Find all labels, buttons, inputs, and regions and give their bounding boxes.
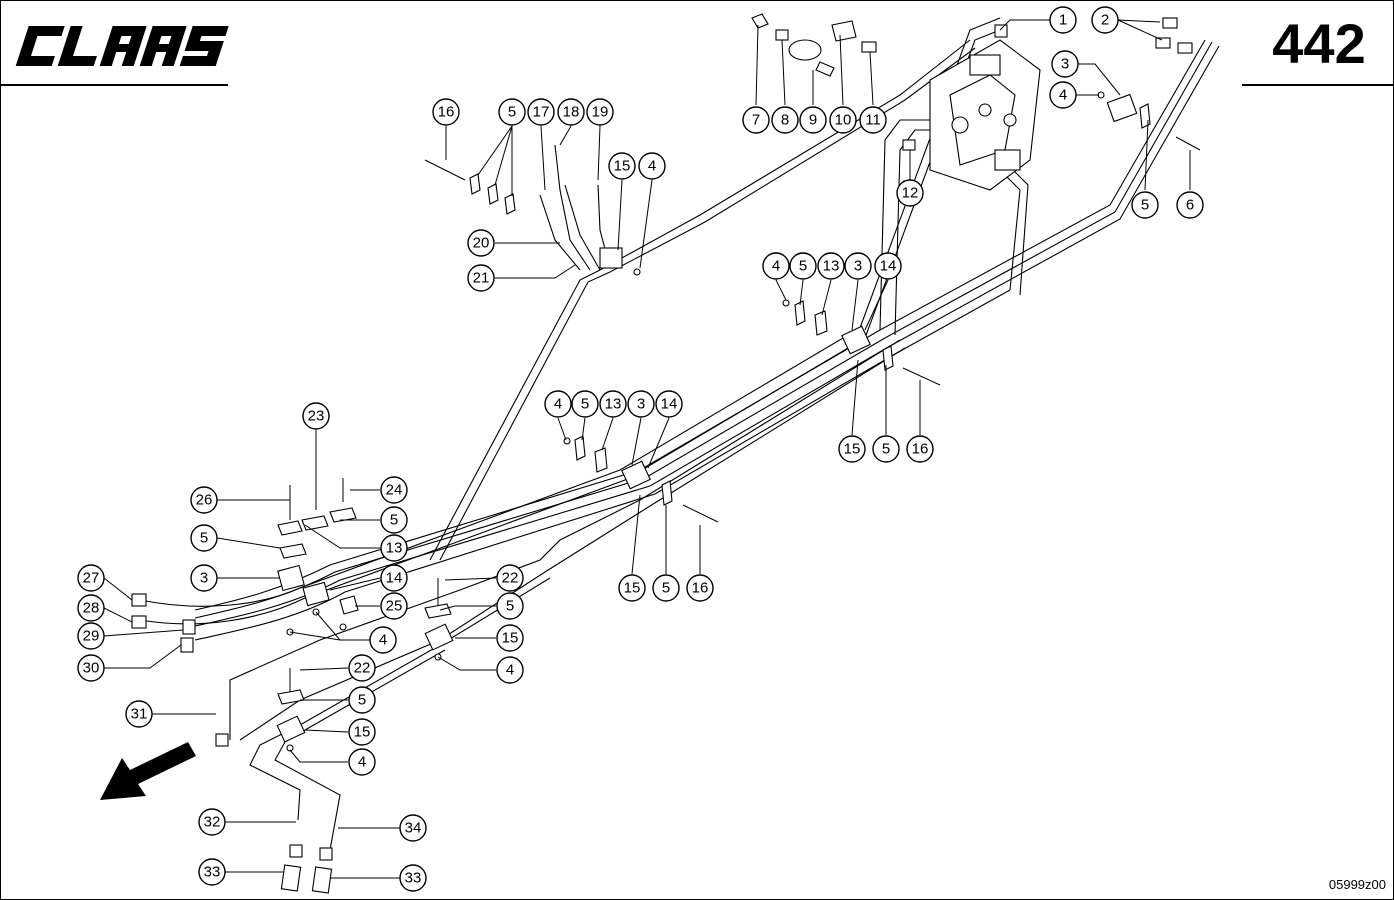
page-number-box: 442 [1244,0,1394,84]
callout-4: 4 [379,632,387,649]
callout-3: 3 [200,570,208,587]
callout-13: 13 [823,258,840,275]
callout-16: 16 [692,580,709,597]
callout-5: 5 [1141,197,1149,214]
callout-25: 25 [386,598,403,615]
callout-3: 3 [854,258,862,275]
callout-34: 34 [405,820,422,837]
callout-5: 5 [200,530,208,547]
arrow-down-left-icon [100,742,196,800]
callout-14: 14 [880,258,897,275]
callout-32: 32 [204,814,221,831]
callout-4: 4 [772,258,780,275]
header-rule-left [0,84,228,86]
callout-4: 4 [1059,87,1067,104]
header-rule-right [1242,84,1394,86]
callout-3: 3 [637,396,645,413]
callout-22: 22 [502,570,519,587]
callout-12: 12 [902,185,919,202]
callout-15: 15 [354,724,371,741]
callout-5: 5 [390,512,398,529]
callout-2: 2 [1101,12,1109,29]
callout-14: 14 [661,396,678,413]
callout-5: 5 [799,258,807,275]
callout-bubbles: 1 2 3 4 5 6 7 8 9 10 11 12 16 5 17 18 19… [77,6,1204,892]
callout-23: 23 [308,408,325,425]
callout-22: 22 [354,660,371,677]
callout-13: 13 [386,540,403,557]
callout-27: 27 [83,570,100,587]
callout-7: 7 [752,112,760,129]
callout-5: 5 [882,441,890,458]
callout-10: 10 [835,112,852,129]
callout-5: 5 [506,598,514,615]
callout-20: 20 [473,235,490,252]
callout-5: 5 [508,104,516,121]
callout-18: 18 [563,104,580,121]
leader-lines [103,19,1191,879]
page-number: 442 [1272,12,1366,75]
callout-15: 15 [614,158,631,175]
callout-31: 31 [131,706,148,723]
callout-21: 21 [473,270,490,287]
callout-3: 3 [1061,56,1069,73]
callout-17: 17 [533,104,550,121]
callout-8: 8 [781,112,789,129]
callout-29: 29 [83,628,100,645]
callout-5: 5 [358,692,366,709]
callout-16: 16 [438,104,455,121]
callout-5: 5 [662,580,670,597]
callout-33: 33 [204,864,221,881]
callout-15: 15 [844,441,861,458]
callout-9: 9 [809,112,817,129]
callout-16: 16 [912,441,929,458]
valve-block [929,39,1041,191]
callout-5: 5 [581,396,589,413]
callout-28: 28 [83,600,100,617]
drawing-code: 05999z00 [1328,877,1386,892]
callout-19: 19 [592,104,609,121]
callout-4: 4 [648,158,656,175]
brand-logo [15,26,229,66]
clamp-blocks [276,93,1138,743]
callout-33: 33 [405,870,422,887]
callout-15: 15 [624,580,641,597]
callout-13: 13 [605,396,622,413]
callout-1: 1 [1059,12,1067,29]
callout-6: 6 [1186,197,1194,214]
callout-14: 14 [386,570,403,587]
callout-30: 30 [83,660,100,677]
small-hardware [131,13,1201,894]
callout-4: 4 [358,754,366,771]
callout-26: 26 [196,492,213,509]
callout-11: 11 [865,112,881,129]
callout-4: 4 [506,662,514,679]
callout-4: 4 [554,396,562,413]
callout-15: 15 [502,630,519,647]
callout-24: 24 [386,482,403,499]
